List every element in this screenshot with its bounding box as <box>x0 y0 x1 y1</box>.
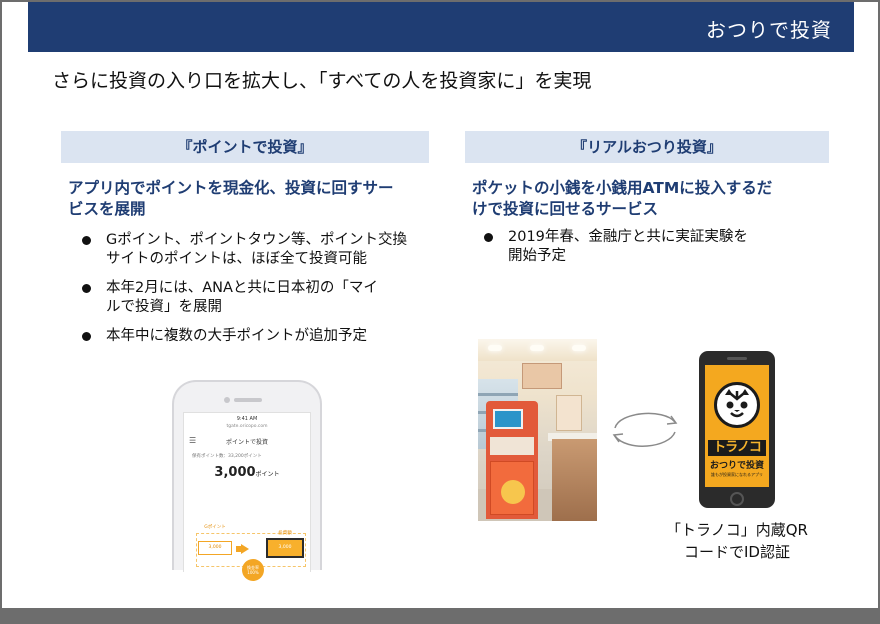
right-panel-description: ポケットの小銭を小銭用ATMに投入するだ けで投資に回せるサービス <box>472 178 842 220</box>
footer-strip <box>0 608 880 624</box>
list-item: 本年中に複数の大手ポイントが追加予定 <box>76 327 446 346</box>
caption-line2: コードでID認証 <box>684 543 790 561</box>
bullet-dot-icon <box>484 233 493 242</box>
bullet-text: 本年2月には、ANAと共に日本初の「マイ <box>106 280 378 296</box>
points-amount: 3,000ポイント <box>184 465 310 480</box>
target-amount-box: 3,000 <box>266 538 304 558</box>
bullet-dot-icon <box>82 332 91 341</box>
shelf-row <box>478 393 518 396</box>
counter-top <box>548 433 597 441</box>
ceiling-light-icon <box>572 345 586 351</box>
atm-screen <box>493 409 523 429</box>
speaker-icon <box>727 357 747 360</box>
app-url: tgate.oricopo.com <box>226 424 268 429</box>
bullet-text: Gポイント、ポイントタウン等、ポイント交換 <box>106 232 407 248</box>
hamburger-menu-icon: ☰ <box>189 436 197 445</box>
header-bar: おつりで投資 <box>28 2 854 52</box>
coin-atm <box>486 401 538 519</box>
ceiling-light-icon <box>530 345 544 351</box>
right-desc-line1: ポケットの小銭を小銭用ATMに投入するだ <box>472 179 773 197</box>
list-item: 本年2月には、ANAと共に日本初の「マイ ルで投資」を展開 <box>76 279 446 317</box>
atm-coin-slot <box>490 437 534 455</box>
slide: おつりで投資 さらに投資の入り口を拡大し、「すべての人を投資家に」を実現 『ポイ… <box>2 2 878 608</box>
points-unit: ポイント <box>255 471 280 478</box>
toranoko-tagline: 誰もが投資家になれるアプリ <box>711 472 763 477</box>
toranoko-subtitle: おつりで投資 <box>709 461 764 471</box>
tiger-face-icon <box>725 389 749 418</box>
header-title: おつりで投資 <box>706 18 832 42</box>
toranoko-screen: トラノコ おつりで投資 誰もが投資家になれるアプリ <box>705 365 769 487</box>
points-app-phone-image: 9:41 AM tgate.oricopo.com ☰ ポイントで投資 保有ポイ… <box>172 380 322 581</box>
left-bullet-list: Gポイント、ポイントタウン等、ポイント交換 サイトのポイントは、ほぼ全て投資可能… <box>76 231 446 356</box>
cycle-arrows-icon <box>612 412 678 447</box>
status-time: 9:41 AM <box>236 416 258 422</box>
speaker-icon <box>234 398 262 402</box>
display-box <box>556 395 582 431</box>
caption-line1: 「トラノコ」内蔵QR <box>666 521 808 539</box>
slide-subtitle: さらに投資の入り口を拡大し、「すべての人を投資家に」を実現 <box>52 70 592 92</box>
store-counter <box>552 439 597 521</box>
camera-icon <box>224 397 230 403</box>
bullet-text: ルで投資」を展開 <box>106 299 222 315</box>
tiger-mascot-icon <box>501 480 525 504</box>
home-button-icon <box>730 492 744 506</box>
right-desc-line2: けで投資に回せるサービス <box>472 200 659 218</box>
app-title: ポイントで投資 <box>225 439 268 446</box>
rate-badge: 換金率 100% <box>242 559 264 581</box>
atm-body <box>490 461 534 515</box>
bullet-dot-icon <box>82 236 91 245</box>
points-app-screen: 9:41 AM tgate.oricopo.com ☰ ポイントで投資 保有ポイ… <box>183 412 311 581</box>
arrow-right-icon <box>236 546 242 552</box>
right-bullet-list: 2019年春、金融庁と共に実証実験を 開始予定 <box>478 228 838 276</box>
bullet-text: 2019年春、金融庁と共に実証実験を <box>508 229 748 245</box>
tiger-logo-icon <box>714 382 760 428</box>
phone-caption: 「トラノコ」内蔵QR コードでID認証 <box>662 519 812 563</box>
ceiling-light-icon <box>488 345 502 351</box>
store-poster <box>522 363 562 389</box>
target-label: 投資額 <box>278 531 292 536</box>
left-desc-line1: アプリ内でポイントを現金化、投資に回すサー <box>68 179 394 197</box>
bullet-text: サイトのポイントは、ほぼ全て投資可能 <box>106 251 367 267</box>
arrow-right-icon <box>241 544 249 554</box>
bullet-dot-icon <box>82 284 91 293</box>
left-desc-line2: ビスを展開 <box>68 200 146 218</box>
left-panel-heading: 『ポイントで投資』 <box>61 131 429 163</box>
owned-points: 保有ポイント数：33,200ポイント <box>192 454 262 459</box>
coin-atm-photo <box>478 339 597 521</box>
bullet-text: 本年中に複数の大手ポイントが追加予定 <box>106 328 367 344</box>
source-label: Gポイント <box>204 525 226 530</box>
right-panel-heading: 『リアルおつり投資』 <box>465 131 829 163</box>
left-panel-description: アプリ内でポイントを現金化、投資に回すサー ビスを展開 <box>68 178 438 220</box>
source-amount-box: 3,000 <box>198 541 232 555</box>
list-item: 2019年春、金融庁と共に実証実験を 開始予定 <box>478 228 838 266</box>
toranoko-brand: トラノコ <box>708 440 766 456</box>
points-value: 3,000 <box>214 465 256 480</box>
bullet-text: 開始予定 <box>508 248 566 264</box>
list-item: Gポイント、ポイントタウン等、ポイント交換 サイトのポイントは、ほぼ全て投資可能 <box>76 231 446 269</box>
toranoko-app-phone-image: トラノコ おつりで投資 誰もが投資家になれるアプリ <box>699 351 775 508</box>
